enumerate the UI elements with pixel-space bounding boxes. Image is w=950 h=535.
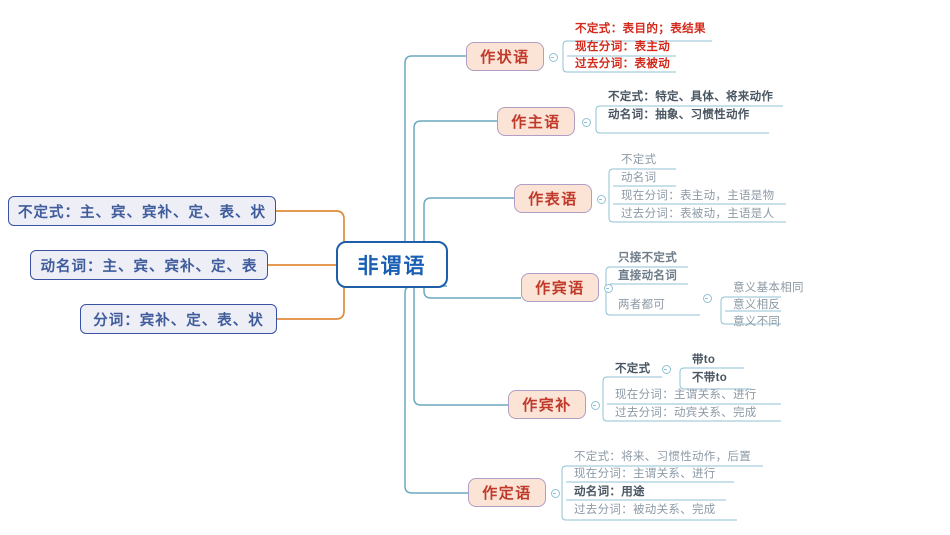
leaf-item: 两者都可 xyxy=(618,299,666,311)
leaf-item: 只接不定式 xyxy=(618,252,677,264)
left-node-label: 不定式：主、宾、宾补、定、表、状 xyxy=(18,204,266,221)
left-node-participle[interactable]: 分词：宾补、定、表、状 xyxy=(80,304,277,334)
branch-node-attributive[interactable]: 作定语 xyxy=(468,478,546,507)
branch-node-adverbial[interactable]: 作状语 xyxy=(466,42,544,71)
leaf-item: 不带to xyxy=(692,372,728,384)
left-node-label: 动名词：主、宾、宾补、定、表 xyxy=(40,258,258,275)
leaf-item: 过去分词：动宾关系、完成 xyxy=(615,407,757,419)
collapse-toggle-object-complement[interactable] xyxy=(591,401,600,410)
branch-node-label: 作状语 xyxy=(480,49,530,66)
leaf-item: 不定式：特定、具体、将来动作 xyxy=(608,91,774,103)
branch-node-object-complement[interactable]: 作宾补 xyxy=(508,390,586,419)
leaf-item: 现在分词：主谓关系、进行 xyxy=(574,468,716,480)
leaf-item: 意义基本相同 xyxy=(733,282,804,294)
branch-node-label: 作表语 xyxy=(528,191,578,208)
leaf-item: 意义不同 xyxy=(733,316,781,328)
leaf-item: 不定式 xyxy=(621,154,657,166)
leaf-item: 过去分词：表被动，主语是人 xyxy=(621,208,775,220)
leaf-item: 动名词：抽象、习惯性动作 xyxy=(608,109,750,121)
leaf-item: 带to xyxy=(692,354,716,366)
leaf-item: 直接动名词 xyxy=(618,270,677,282)
collapse-toggle-adverbial[interactable] xyxy=(549,53,558,62)
collapse-toggle-predicative[interactable] xyxy=(597,195,606,204)
leaf-item: 意义相反 xyxy=(733,299,781,311)
leaf-item: 过去分词：被动关系、完成 xyxy=(574,504,716,516)
leaf-item: 现在分词：主谓关系、进行 xyxy=(615,389,757,401)
leaf-item: 不定式 xyxy=(615,363,651,375)
branch-node-label: 作定语 xyxy=(482,485,532,502)
branch-node-subject[interactable]: 作主语 xyxy=(497,107,575,136)
leaf-item: 动名词：用途 xyxy=(574,486,645,498)
collapse-toggle-object[interactable] xyxy=(604,284,613,293)
leaf-item: 不定式：将来、习惯性动作，后置 xyxy=(574,451,751,463)
branch-node-label: 作宾语 xyxy=(535,280,585,297)
left-node-gerund[interactable]: 动名词：主、宾、宾补、定、表 xyxy=(30,250,268,280)
collapse-toggle-infinitive-to[interactable] xyxy=(662,365,671,374)
left-node-label: 分词：宾补、定、表、状 xyxy=(93,312,264,329)
leaf-item: 现在分词：表主动，主语是物 xyxy=(621,190,775,202)
branch-node-label: 作宾补 xyxy=(522,397,572,414)
collapse-toggle-attributive[interactable] xyxy=(551,489,560,498)
leaf-item: 动名词 xyxy=(621,172,657,184)
leaf-item: 现在分词：表主动 xyxy=(575,41,671,53)
center-node[interactable]: 非谓语 xyxy=(336,241,448,288)
branch-node-object[interactable]: 作宾语 xyxy=(521,273,599,302)
center-node-label: 非谓语 xyxy=(357,254,427,278)
collapse-toggle-both-ok[interactable] xyxy=(703,294,712,303)
branch-node-predicative[interactable]: 作表语 xyxy=(514,184,592,213)
branch-node-label: 作主语 xyxy=(511,114,561,131)
collapse-toggle-subject[interactable] xyxy=(582,118,591,127)
leaf-item: 不定式：表目的；表结果 xyxy=(575,23,706,35)
left-node-infinitive[interactable]: 不定式：主、宾、宾补、定、表、状 xyxy=(8,196,276,226)
leaf-item: 过去分词：表被动 xyxy=(575,58,671,70)
